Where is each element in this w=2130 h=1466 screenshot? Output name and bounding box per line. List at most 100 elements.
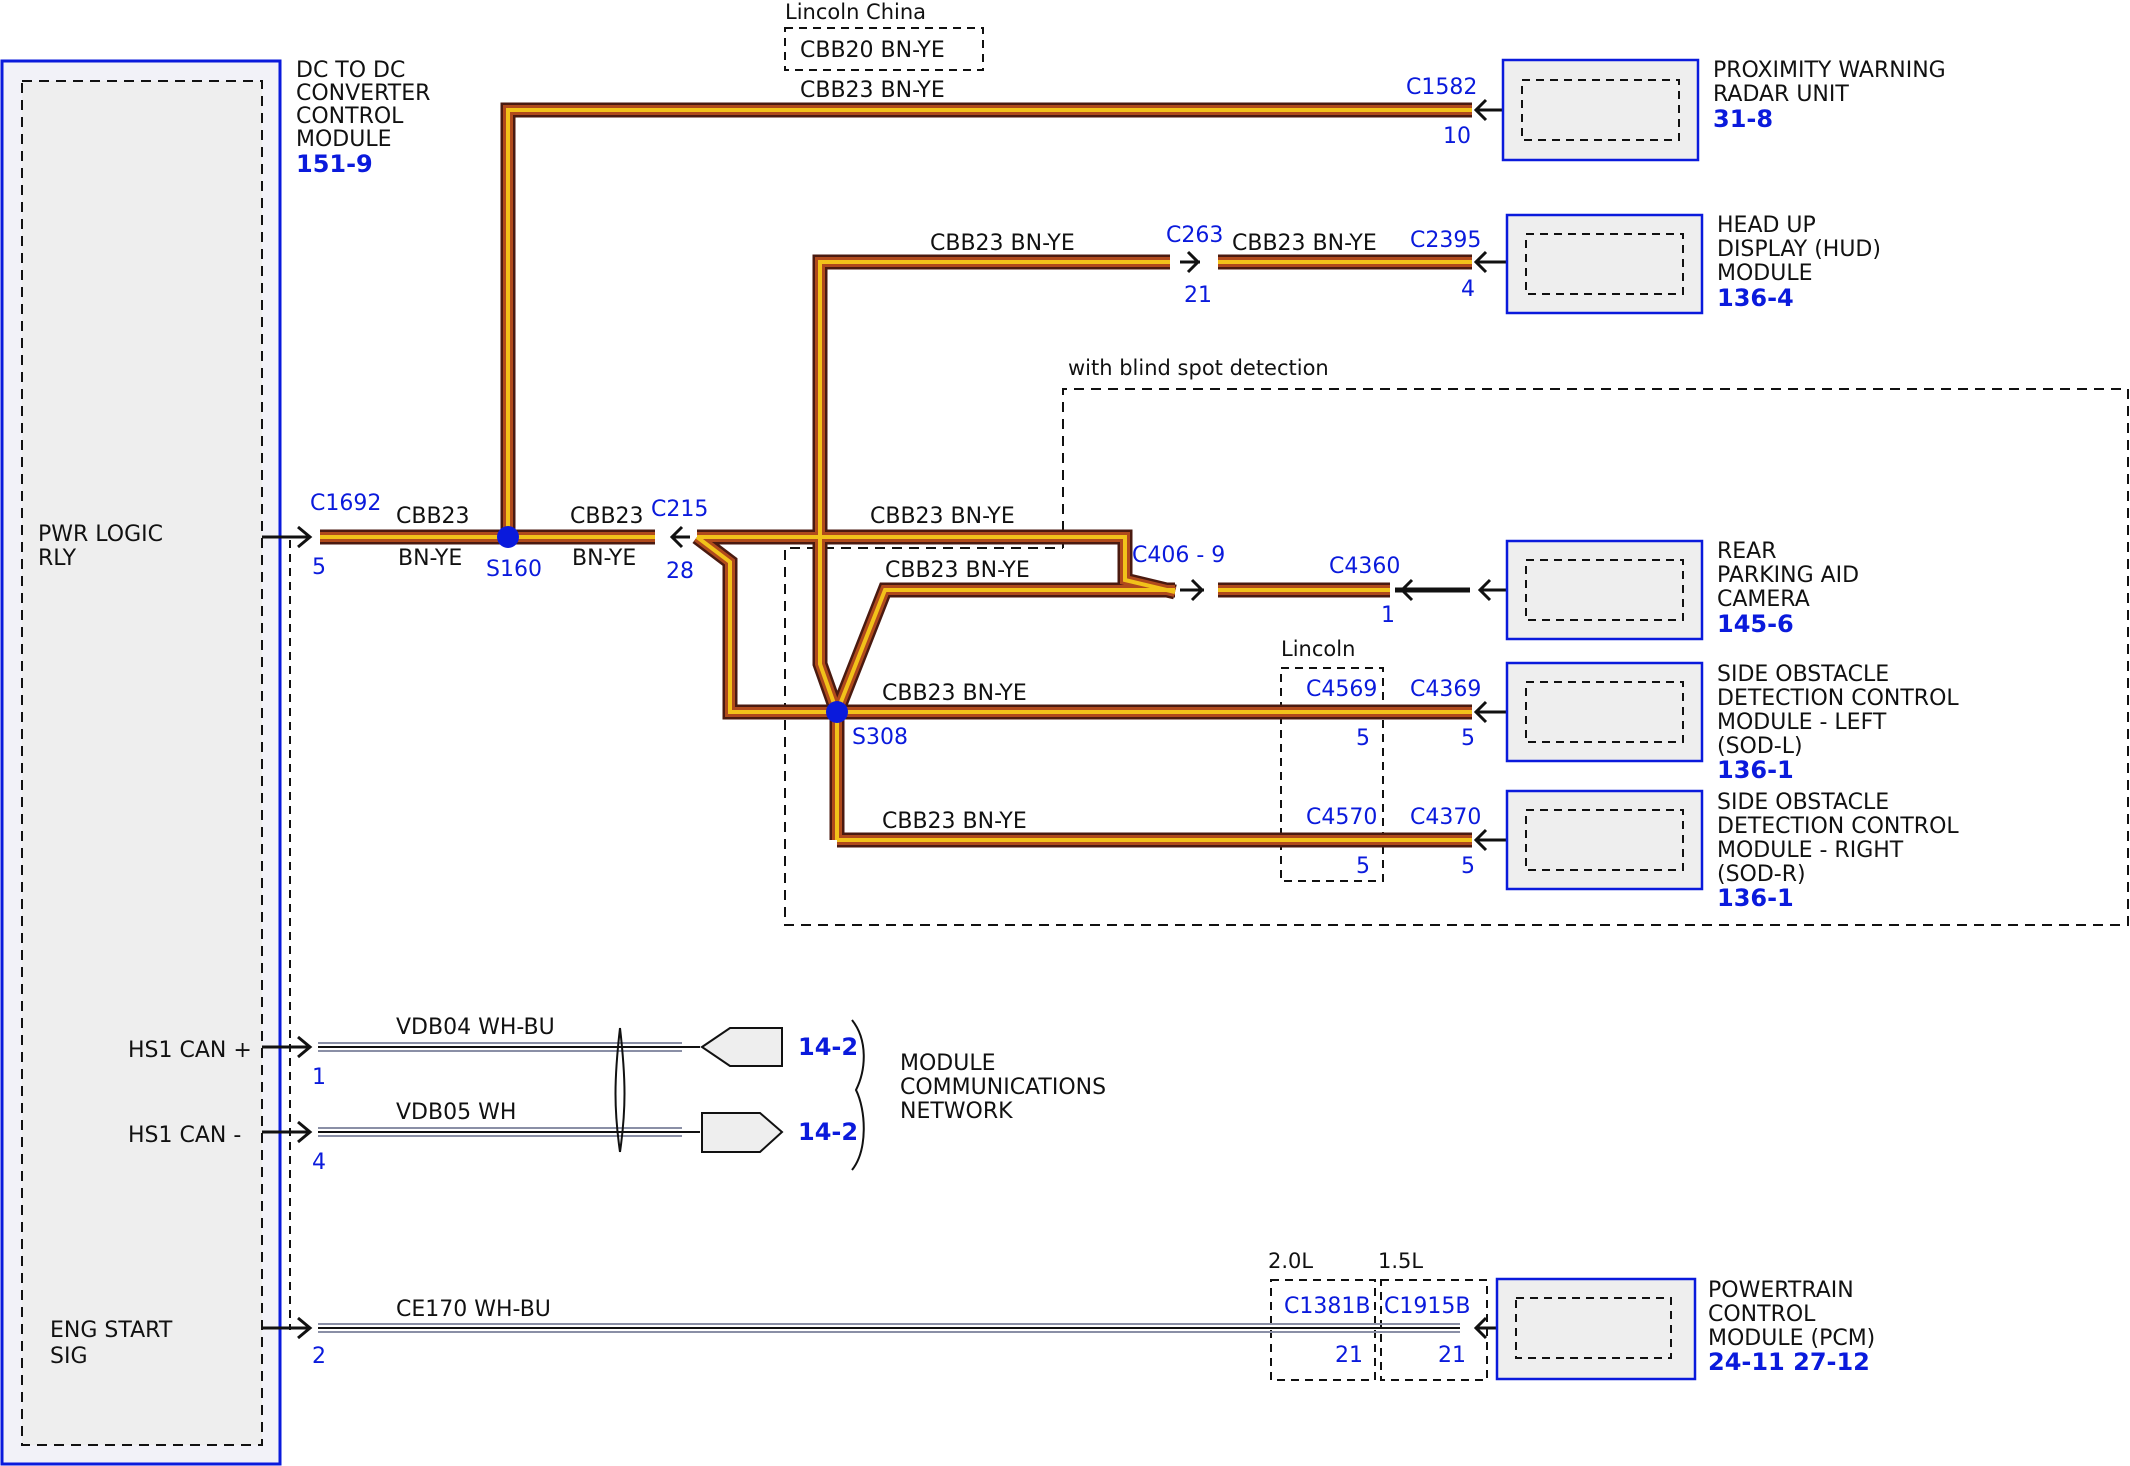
bnye-wire-harness [320,102,1472,848]
wire-label-camera: CBB23 BN-YE [885,558,1030,583]
component-proximity[interactable]: PROXIMITY WARNING RADAR UNIT 31-8 [1501,58,1946,162]
pin-pwr-logic-2: RLY [38,546,77,571]
camera-name-1: REAR [1717,539,1777,564]
conn-c215: C215 [651,497,708,522]
wire-label-bnye-b: BN-YE [572,546,636,571]
hud-name-2: DISPLAY (HUD) [1717,237,1881,262]
sod-l-name-1: SIDE OBSTACLE [1717,662,1889,687]
component-pcm[interactable]: POWERTRAIN CONTROL MODULE (PCM) 24-11 27… [1495,1277,1875,1381]
component-hud[interactable]: HEAD UP DISPLAY (HUD) MODULE 136-4 [1505,213,1881,315]
label-s160: S160 [486,557,542,582]
lincoln-frame [1280,667,1384,882]
conn-c1582: C1582 [1406,75,1477,100]
wire-label-cbb23-b: CBB23 [570,504,644,529]
component-camera[interactable]: REAR PARKING AID CAMERA 145-6 [1505,539,1859,641]
network-brace [851,1019,865,1171]
frame-1-5l [1380,1279,1488,1381]
network-ref-minus[interactable]: 14-2 [798,1118,858,1146]
pin-eng-start-1: ENG START [50,1318,173,1343]
note-2-0l: 2.0L [1268,1249,1313,1273]
conn-pin-4: 4 [312,1150,326,1175]
conn-c4360-pin: 1 [1381,603,1395,628]
dc-module-name-4: MODULE [296,127,392,152]
conn-c1692-pin: 5 [312,555,326,580]
conn-c215-pin: 28 [666,559,694,584]
pin-hs1-can-plus: HS1 CAN + [128,1038,252,1063]
dc-module-name-2: CONVERTER [296,81,430,106]
pcm-name-2: CONTROL [1708,1302,1816,1327]
wire-label-hud-1: CBB23 BN-YE [930,231,1075,256]
conn-c1582-pin: 10 [1443,124,1471,149]
wire-label-vdb04: VDB04 WH-BU [396,1015,555,1040]
splice-s308[interactable] [826,701,848,723]
wire-label-bnye-a: BN-YE [398,546,462,571]
wire-label-sod-r: CBB23 BN-YE [882,809,1027,834]
dc-module-ref[interactable]: 151-9 [296,150,373,178]
conn-c1692: C1692 [310,491,381,516]
network-connector-plus[interactable] [700,1027,783,1067]
note-1-5l: 1.5L [1378,1249,1423,1273]
wire-label-vdb05: VDB05 WH [396,1100,516,1125]
conn-c1381b-pin: 21 [1335,1343,1363,1368]
conn-c4369-pin: 5 [1461,726,1475,751]
network-connector-minus[interactable] [701,1112,784,1153]
network-name-1: MODULE [900,1051,996,1076]
wire-label-ce170: CE170 WH-BU [396,1297,551,1322]
proximity-ref: 31-8 [1713,105,1773,133]
pin-hs1-can-minus: HS1 CAN - [128,1123,241,1148]
terminal-arrows [262,98,1520,1340]
lincoln-china-frame [784,27,984,71]
hud-ref: 136-4 [1717,284,1794,312]
wire-label-c406: CBB23 BN-YE [870,504,1015,529]
frame-2-0l [1270,1279,1376,1381]
splice-s160[interactable] [497,526,519,548]
pin-pwr-logic-1: PWR LOGIC [38,522,163,547]
sod-l-name-4: (SOD-L) [1717,734,1803,759]
sod-r-name-1: SIDE OBSTACLE [1717,790,1889,815]
sod-l-ref: 136-1 [1717,756,1794,784]
note-blind-spot: with blind spot detection [1068,356,1329,380]
conn-c4569: C4569 [1306,677,1377,702]
conn-pin-1: 1 [312,1065,326,1090]
conn-c4360: C4360 [1329,554,1400,579]
conn-c263: C263 [1166,223,1223,248]
pcm-name-3: MODULE (PCM) [1708,1326,1875,1351]
wire-label-c1582: CBB23 BN-YE [800,78,945,103]
conn-c4370: C4370 [1410,805,1481,830]
conn-c4370-pin: 5 [1461,854,1475,879]
wire-label-sod-l: CBB23 BN-YE [882,681,1027,706]
conn-c1381b: C1381B [1284,1294,1370,1319]
network-name-2: COMMUNICATIONS [900,1075,1106,1100]
pin-eng-start-2: SIG [50,1344,88,1369]
camera-ref: 145-6 [1717,610,1794,638]
sod-l-name-3: MODULE - LEFT [1717,710,1887,735]
conn-c1915b: C1915B [1384,1294,1470,1319]
proximity-name-1: PROXIMITY WARNING [1713,58,1946,83]
sod-r-name-2: DETECTION CONTROL [1717,814,1959,839]
camera-name-3: CAMERA [1717,587,1810,612]
network-name-3: NETWORK [900,1099,1013,1124]
connector-labels: C1692 5 C215 28 C1582 10 C263 21 C2395 4… [310,75,1481,1369]
hud-name-3: MODULE [1717,261,1813,286]
proximity-name-2: RADAR UNIT [1713,82,1849,107]
component-sod-l[interactable]: SIDE OBSTACLE DETECTION CONTROL MODULE -… [1505,661,1959,784]
conn-c4570-pin: 5 [1356,854,1370,879]
conn-c406: C406 - 9 [1132,543,1225,568]
conn-c2395: C2395 [1410,228,1481,253]
conn-c263-pin: 21 [1184,283,1212,308]
conn-c2395-pin: 4 [1461,277,1475,302]
network-ref-plus[interactable]: 14-2 [798,1033,858,1061]
sod-l-name-2: DETECTION CONTROL [1717,686,1959,711]
camera-name-2: PARKING AID [1717,563,1859,588]
component-sod-r[interactable]: SIDE OBSTACLE DETECTION CONTROL MODULE -… [1505,789,1959,912]
sod-r-name-4: (SOD-R) [1717,862,1806,887]
pcm-name-1: POWERTRAIN [1708,1278,1854,1303]
conn-pin-2: 2 [312,1344,326,1369]
conn-c4569-pin: 5 [1356,726,1370,751]
wire-cbb20-label: CBB20 BN-YE [800,38,945,63]
hud-name-1: HEAD UP [1717,213,1816,238]
dc-module-name-1: DC TO DC [296,58,405,83]
conn-c4570: C4570 [1306,805,1377,830]
conn-c1915b-pin: 21 [1438,1343,1466,1368]
